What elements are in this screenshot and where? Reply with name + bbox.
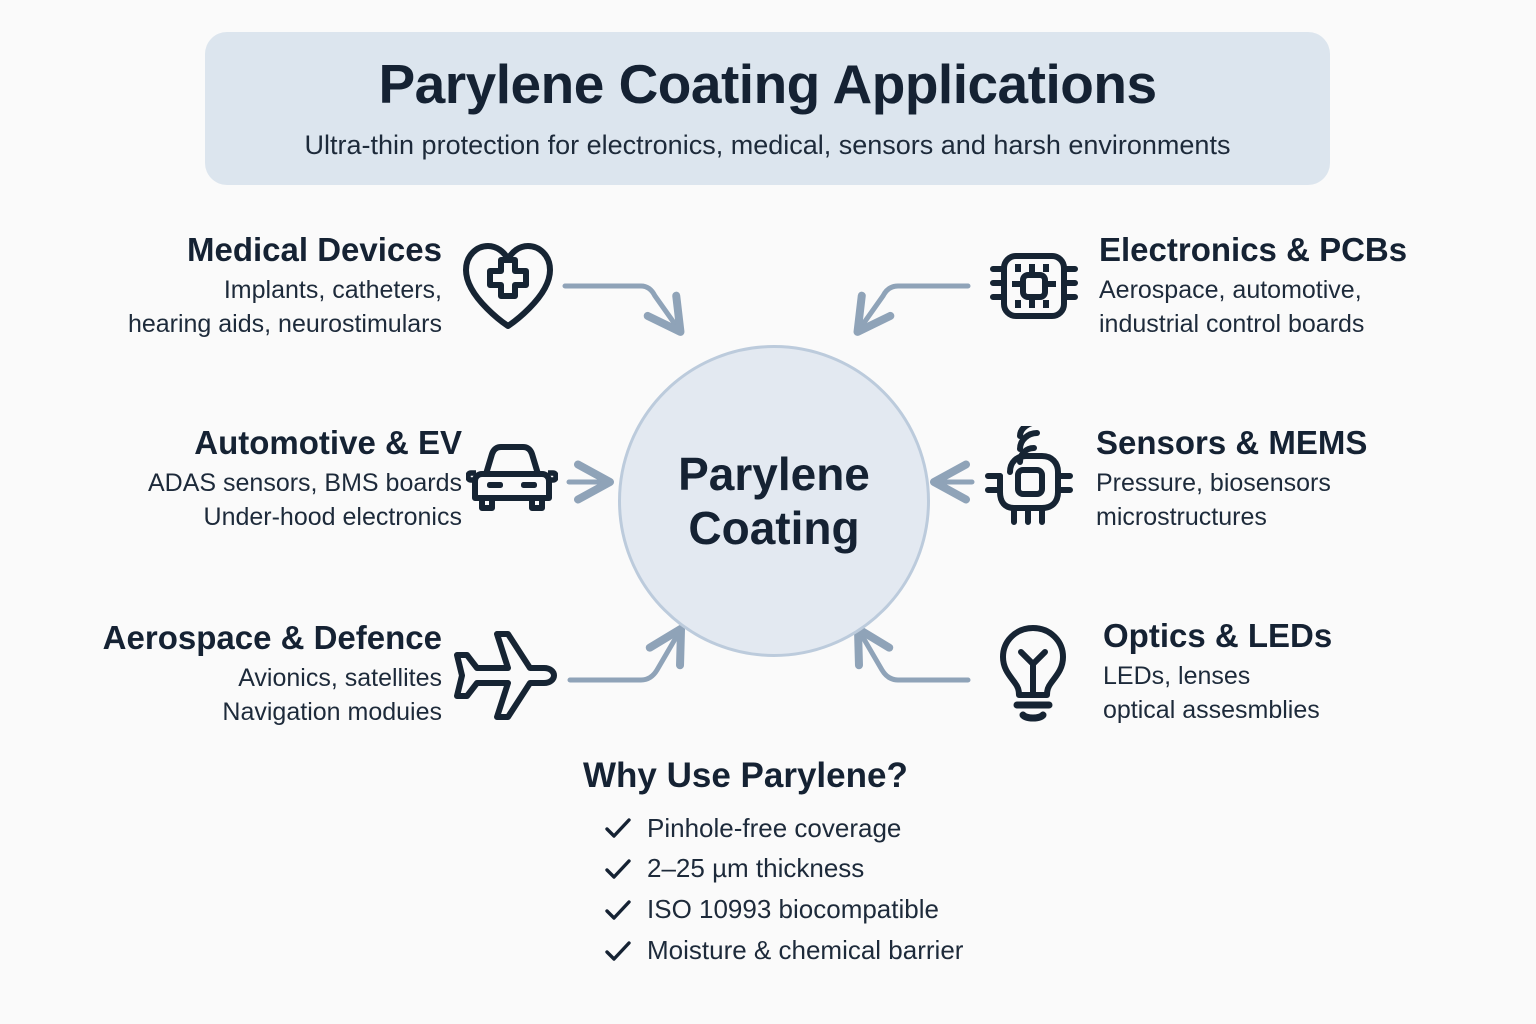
category-title: Sensors & MEMS: [1096, 424, 1368, 461]
category-text: Optics & LEDs LEDs, lenses optical asses…: [1103, 617, 1333, 727]
hub-label: Parylene Coating: [678, 447, 870, 556]
category-text: Automotive & EV ADAS sensors, BMS boards…: [147, 424, 462, 534]
benefit-label: ISO 10993 biocompatible: [647, 894, 939, 925]
center-hub: Parylene Coating: [618, 345, 930, 657]
checkmark-icon: [605, 941, 631, 961]
benefit-label: 2–25 µm thickness: [647, 853, 865, 884]
checkmark-icon: [605, 818, 631, 839]
category-desc-line1: Implants, catheters,: [223, 275, 442, 304]
benefits-section: Why Use Parylene? Pinhole-free coverage …: [583, 756, 1143, 977]
connector-medical: [562, 283, 685, 336]
category-text: Medical Devices Implants, catheters, hea…: [127, 231, 442, 341]
category-sensors-mems[interactable]: Sensors & MEMS Pressure, biosensors micr…: [980, 424, 1368, 534]
benefit-item: 2–25 µm thickness: [583, 853, 1143, 884]
category-title: Aerospace & Defence: [102, 619, 442, 656]
page-title: Parylene Coating Applications: [378, 53, 1157, 115]
category-medical-devices[interactable]: Medical Devices Implants, catheters, hea…: [68, 231, 558, 341]
category-title: Automotive & EV: [194, 424, 462, 461]
heart-plus-icon: [463, 243, 553, 330]
category-aerospace-defence[interactable]: Aerospace & Defence Avionics, satellites…: [48, 619, 558, 729]
connector-optics: [853, 624, 971, 683]
connector-aerospace: [567, 624, 686, 683]
hub-label-line2: Coating: [688, 502, 860, 554]
hub-label-line1: Parylene: [678, 447, 870, 500]
airplane-icon: [454, 631, 557, 721]
category-desc-line1: Aerospace, automotive,: [1099, 275, 1362, 304]
category-desc-line1: Avionics, satellites: [238, 663, 442, 692]
category-desc-line2: Under-hood electronics: [203, 503, 462, 532]
chip-icon: [990, 253, 1078, 320]
category-text: Electronics & PCBs Aerospace, automotive…: [1099, 231, 1408, 341]
benefit-item: Moisture & chemical barrier: [583, 935, 1143, 966]
checkmark-icon: [605, 859, 631, 880]
category-automotive-ev[interactable]: Automotive & EV ADAS sensors, BMS boards…: [88, 424, 558, 534]
connector-electronics: [853, 283, 971, 336]
category-desc-line1: LEDs, lenses: [1103, 661, 1251, 690]
checkmark-icon: [605, 900, 631, 920]
header-banner: Parylene Coating Applications Ultra-thin…: [205, 32, 1330, 185]
benefit-label: Pinhole-free coverage: [647, 812, 902, 843]
benefits-title: Why Use Parylene?: [583, 756, 908, 795]
category-electronics-pcbs[interactable]: Electronics & PCBs Aerospace, automotive…: [985, 231, 1408, 341]
category-desc-line1: ADAS sensors, BMS boards: [147, 468, 462, 497]
category-desc-line2: industrial control boards: [1099, 310, 1365, 339]
category-desc-line2: Navigation moduies: [222, 698, 442, 727]
category-desc-line2: microstructures: [1096, 503, 1267, 532]
benefit-label: Moisture & chemical barrier: [647, 935, 964, 966]
car-icon: [466, 444, 558, 512]
category-optics-leds[interactable]: Optics & LEDs LEDs, lenses optical asses…: [985, 617, 1333, 727]
category-title: Optics & LEDs: [1103, 617, 1333, 654]
category-desc-line2: optical assesmblies: [1103, 696, 1320, 725]
category-title: Electronics & PCBs: [1099, 231, 1408, 268]
page-subtitle: Ultra-thin protection for electronics, m…: [304, 129, 1231, 160]
category-text: Sensors & MEMS Pressure, biosensors micr…: [1096, 424, 1368, 534]
category-text: Aerospace & Defence Avionics, satellites…: [102, 619, 442, 729]
lightbulb-icon: [1000, 625, 1066, 722]
category-desc-line2: hearing aids, neurostimulars: [127, 310, 442, 339]
category-title: Medical Devices: [187, 231, 442, 268]
sensor-chip-icon: [985, 426, 1073, 526]
benefit-item: ISO 10993 biocompatible: [583, 894, 1143, 925]
category-desc-line1: Pressure, biosensors: [1096, 468, 1331, 497]
benefit-item: Pinhole-free coverage: [583, 812, 1143, 844]
